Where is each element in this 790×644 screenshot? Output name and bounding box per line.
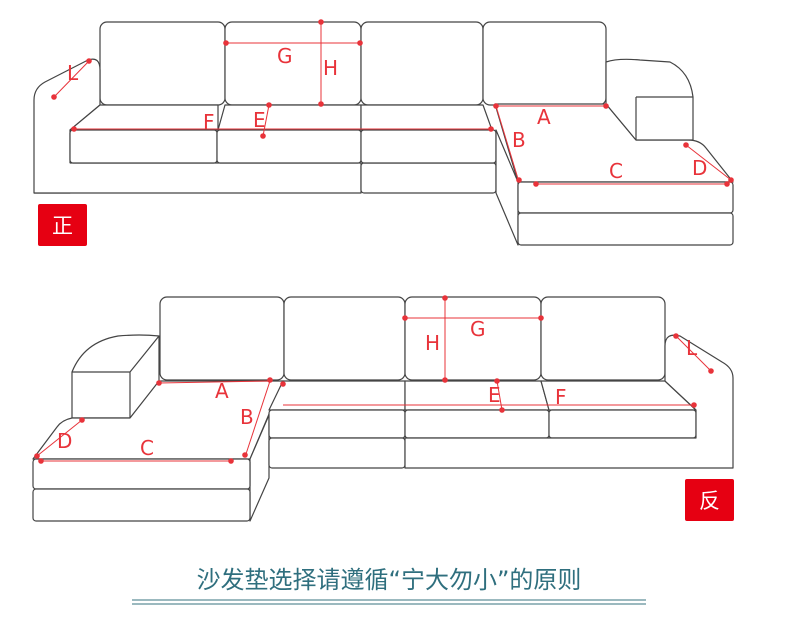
front-marker-dot [728,177,734,183]
caption-block: 沙发垫选择请遵循“宁大勿小”的原则 [132,566,646,605]
front-marker-dot [260,133,266,139]
front-label-F: F [203,110,215,134]
front-marker-dot [724,181,730,187]
front-marker-dot [51,94,57,100]
back-marker-dot [156,380,162,386]
back-marker-dot [691,402,697,408]
front-label-B: B [512,128,526,152]
back-marker-dot [34,453,40,459]
front-badge-text: 正 [52,214,73,238]
back-label-G: G [470,317,486,341]
back-label-F: F [555,385,567,409]
front-label-G: G [277,44,293,68]
back-marker-dot [538,315,544,321]
front-marker-dot [603,103,609,109]
front-marker-dot [318,19,324,25]
back-measurement-labels: H G L A B E F D C [57,317,698,460]
front-marker-dot [516,177,522,183]
back-badge: 反 [685,479,734,521]
back-marker-dot [280,381,286,387]
back-marker-dot [673,333,679,339]
back-marker-dot [499,407,505,413]
back-marker-dot [708,368,714,374]
front-marker-dot [86,58,92,64]
back-marker-dot [442,377,448,383]
front-marker-dot [533,181,539,187]
back-label-E: E [488,383,501,407]
front-sofa-outline [33,21,734,246]
front-marker-dot [318,101,324,107]
back-marker-dot [38,458,44,464]
front-badge: 正 [38,204,87,246]
back-sofa-outline [32,296,734,522]
back-label-A: A [215,379,229,403]
front-measurement-lines [51,19,734,187]
front-label-C: C [609,159,623,183]
back-marker-dot [228,458,234,464]
back-label-H: H [425,331,440,355]
back-marker-dot [242,452,248,458]
front-label-E: E [253,108,266,132]
back-marker-dot [79,417,85,423]
front-marker-dot [223,40,229,46]
back-marker-dot [267,377,273,383]
front-label-L: L [67,61,79,85]
back-label-B: B [240,405,254,429]
back-marker-dot [494,378,500,384]
front-marker-dot [71,126,77,132]
back-measurement-lines [34,295,714,464]
front-measurement-labels: L G H F E A B C D [67,44,707,183]
front-label-D: D [692,156,707,180]
back-label-C: C [140,436,154,460]
front-marker-dot [488,126,494,132]
front-marker-dot [266,102,272,108]
back-badge-text: 反 [699,489,720,513]
front-marker-dot [357,40,363,46]
back-marker-dot [402,315,408,321]
back-label-L: L [686,336,698,360]
front-label-A: A [537,105,551,129]
back-label-D: D [57,429,72,453]
front-marker-dot [683,142,689,148]
front-label-H: H [323,56,338,80]
back-marker-dot [442,295,448,301]
caption-text: 沙发垫选择请遵循“宁大勿小”的原则 [197,566,582,594]
